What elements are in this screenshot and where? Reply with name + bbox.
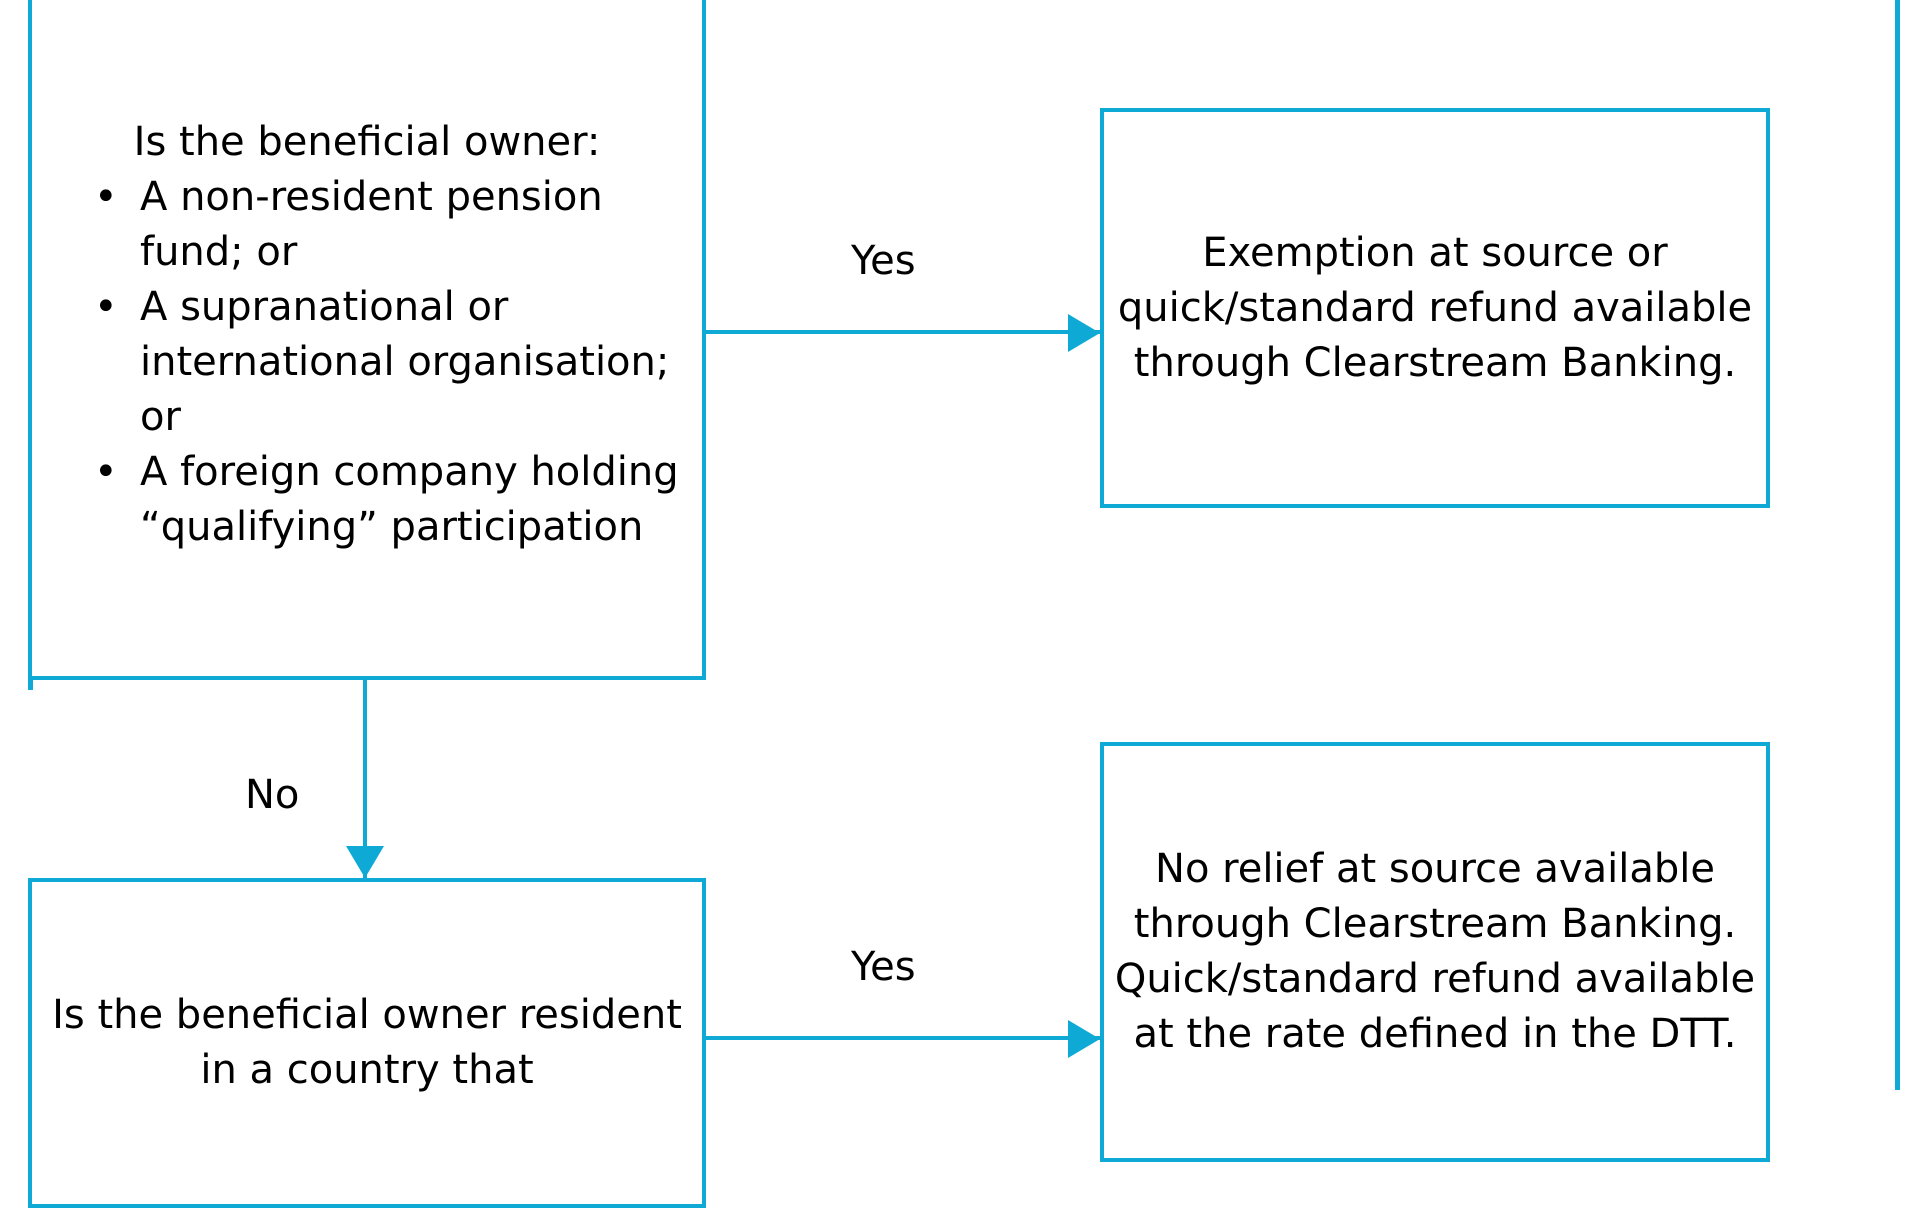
page-rule-right — [1895, 0, 1900, 1090]
edge-label-yes-1: Yes — [851, 238, 916, 284]
flow-node-outcome-1: Exemption at source or quick/standard re… — [1100, 108, 1770, 508]
question-1-bullet-item: • A supranational or international organ… — [42, 280, 692, 445]
question-1-bullet-item: • A non-resident pension fund; or — [42, 170, 692, 280]
outcome-2-text: No relief at source available through Cl… — [1114, 846, 1756, 1057]
edge-yes-1-arrowhead-icon — [1068, 314, 1100, 352]
edge-yes-2-line — [706, 1036, 1100, 1040]
edge-label-yes-2: Yes — [851, 944, 916, 990]
question-1-bullet-text: A non-resident pension fund; or — [140, 174, 603, 275]
flow-node-question-1: Is the beneficial owner: • A non-residen… — [28, 0, 706, 680]
bullet-glyph-icon: • — [94, 449, 118, 495]
flow-node-question-2: Is the beneficial owner resident in a co… — [28, 878, 706, 1208]
bullet-glyph-icon: • — [94, 174, 118, 220]
edge-yes-2-arrowhead-icon — [1068, 1020, 1100, 1058]
question-1-bullet-text: A foreign company holding “qualifying” p… — [140, 449, 679, 550]
edge-label-no: No — [245, 772, 300, 818]
edge-yes-1-line — [706, 330, 1100, 334]
question-1-bullet-item: • A foreign company holding “qualifying”… — [42, 445, 692, 555]
outcome-1-text: Exemption at source or quick/standard re… — [1117, 229, 1753, 386]
edge-no-arrowhead-icon — [346, 846, 384, 878]
bullet-glyph-icon: • — [94, 284, 118, 330]
question-1-bullet-text: A supranational or international organis… — [140, 284, 670, 440]
edge-no-line — [363, 680, 367, 878]
flow-node-outcome-2: No relief at source available through Cl… — [1100, 742, 1770, 1162]
question-1-lead: Is the beneficial owner: — [133, 119, 601, 165]
question-1-bullet-list: • A non-resident pension fund; or • A su… — [42, 170, 692, 555]
flowchart-canvas: Is the beneficial owner: • A non-residen… — [28, 0, 1900, 1208]
question-2-text: Is the beneficial owner resident in a co… — [52, 992, 682, 1093]
